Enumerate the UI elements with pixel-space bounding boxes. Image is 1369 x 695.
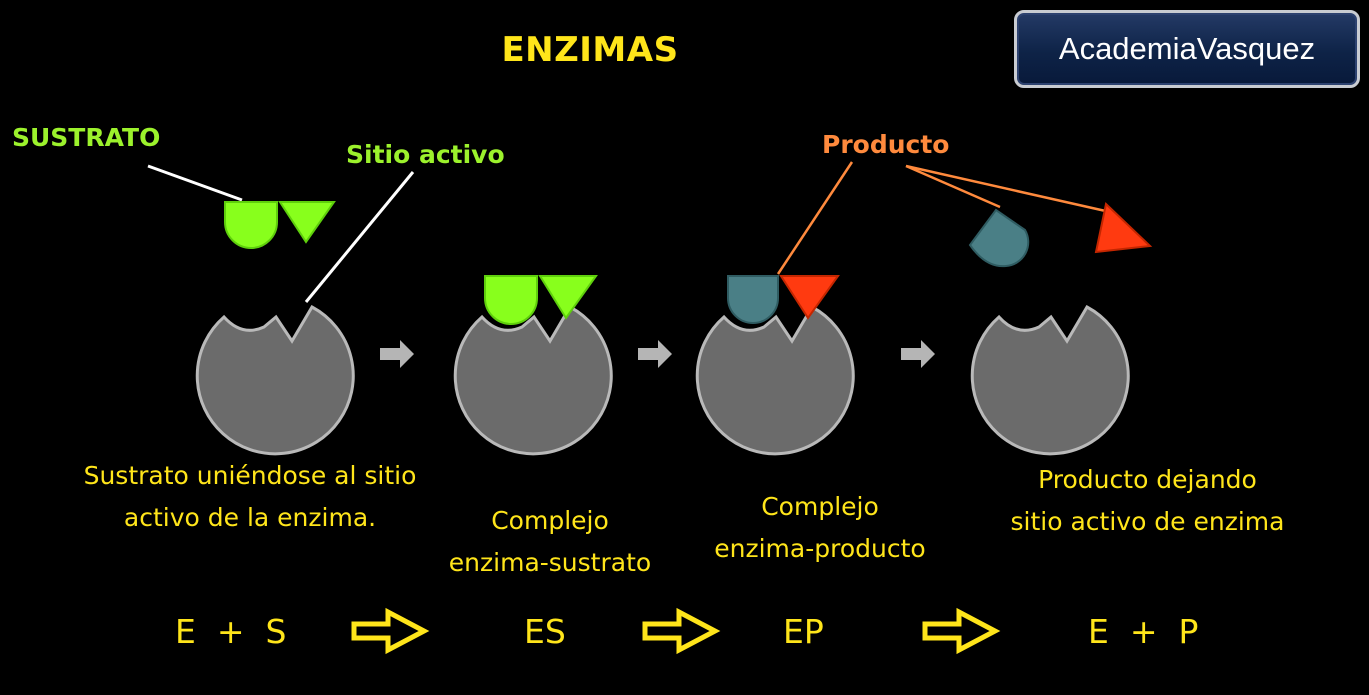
product-semicircle-4 xyxy=(968,208,1030,268)
caption-step-1-line-2: activo de la enzima. xyxy=(123,503,377,532)
caption-step-2-line-1: Complejo xyxy=(491,506,609,535)
caption-step-1-line-1: Sustrato uniéndose al sitio xyxy=(83,461,417,490)
equation-term-es: ES xyxy=(524,612,566,651)
equation-arrows xyxy=(351,607,1001,655)
process-arrow-2 xyxy=(638,340,672,368)
substrate-pointer-line xyxy=(147,164,243,202)
active-site-pointer-line xyxy=(304,171,415,303)
caption-step-3: Complejo enzima-producto xyxy=(690,486,950,570)
page-title: ENZIMAS xyxy=(501,30,679,70)
product-semicircle-3 xyxy=(727,275,779,324)
enzyme-4 xyxy=(970,305,1130,456)
caption-step-2: Complejo enzima-sustrato xyxy=(420,500,680,584)
caption-step-4: Producto dejando sitio activo de enzima xyxy=(990,459,1305,543)
substrate-triangle-2 xyxy=(538,275,598,320)
equation-arrow-1 xyxy=(351,607,430,655)
substrate-semicircle-1 xyxy=(224,201,278,249)
active-site-label: Sitio activo xyxy=(346,140,505,169)
equation-arrow-3 xyxy=(922,607,1001,655)
equation-term-e-plus-p: E + P xyxy=(1088,612,1199,651)
substrate-triangle-1 xyxy=(278,201,336,244)
product-label: Producto xyxy=(822,130,950,159)
brand-badge: AcademiaVasquez xyxy=(1014,10,1360,88)
enzyme-2 xyxy=(453,305,613,456)
caption-step-4-line-1: Producto dejando xyxy=(1038,465,1257,494)
product-pointer-line-3 xyxy=(905,164,1111,214)
caption-step-2-line-2: enzima-sustrato xyxy=(448,548,652,577)
substrate-label: SUSTRATO xyxy=(12,123,161,152)
process-arrow-1 xyxy=(380,340,414,368)
product-triangle-3 xyxy=(779,275,840,320)
substrate-semicircle-2 xyxy=(484,275,538,325)
equation-arrow-2 xyxy=(642,607,721,655)
caption-step-1: Sustrato uniéndose al sitio activo de la… xyxy=(50,455,450,539)
caption-step-3-line-2: enzima-producto xyxy=(714,534,926,563)
product-pointer-line-2 xyxy=(905,164,1001,209)
equation-term-ep: EP xyxy=(783,612,824,651)
enzyme-3 xyxy=(695,305,855,456)
process-arrow-3 xyxy=(901,340,935,368)
caption-step-4-line-2: sitio activo de enzima xyxy=(1010,507,1285,536)
caption-step-3-line-1: Complejo xyxy=(761,492,879,521)
equation-term-e-plus-s: E + S xyxy=(175,612,287,651)
enzyme-1 xyxy=(195,305,355,456)
process-arrows xyxy=(380,340,935,368)
product-pointer-line-1 xyxy=(776,161,854,275)
product-triangle-4 xyxy=(1094,202,1153,254)
